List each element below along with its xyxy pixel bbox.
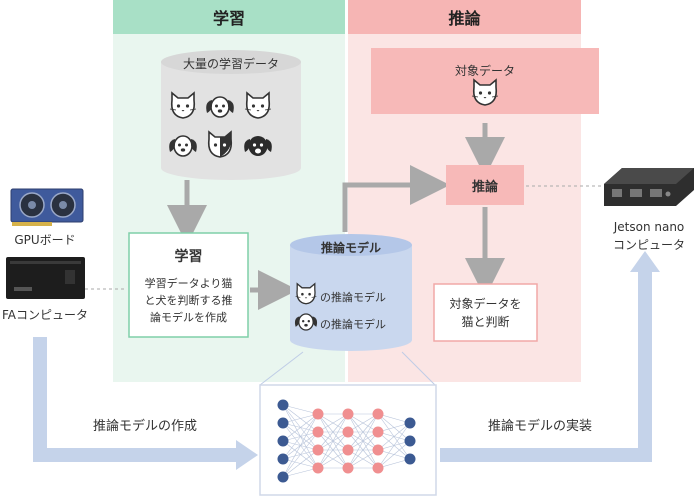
- network-node: [342, 426, 354, 438]
- fa-computer-icon: [6, 257, 85, 299]
- network-node: [372, 444, 384, 456]
- inference-model-cylinder: [290, 234, 412, 351]
- create-model-label: 推論モデルの作成: [92, 419, 197, 434]
- network-node: [277, 435, 289, 447]
- network-node: [372, 408, 384, 420]
- inference-header: 推論: [348, 0, 581, 34]
- jetson-line1: Jetson nano: [613, 220, 685, 234]
- network-node: [404, 435, 416, 447]
- fa-computer-label: FAコンピュータ: [1, 308, 88, 322]
- network-node: [404, 453, 416, 465]
- target-data-label: 対象データ: [454, 64, 515, 78]
- inference-box: [446, 165, 524, 205]
- network-node: [312, 408, 324, 420]
- learning-box-title: 学習: [174, 249, 203, 265]
- result-line1: 対象データを: [449, 297, 522, 311]
- network-node: [312, 426, 324, 438]
- inference-box-label: 推論: [471, 180, 498, 195]
- learning-desc-line2: と犬を判断する推: [144, 294, 233, 307]
- learning-desc-line3: 論モデルを作成: [150, 311, 227, 324]
- jetson-nano-icon: [604, 168, 694, 206]
- gpu-board-icon: [10, 188, 84, 226]
- network-node: [372, 462, 384, 474]
- network-node: [277, 471, 289, 483]
- network-node: [342, 408, 354, 420]
- result-box: [433, 283, 538, 342]
- model-db-label: 推論モデル: [320, 241, 381, 255]
- network-node: [277, 399, 289, 411]
- learning-box: [128, 232, 249, 338]
- network-node: [312, 444, 324, 456]
- learning-header: 学習: [113, 0, 345, 34]
- network-node: [312, 462, 324, 474]
- network-node: [342, 462, 354, 474]
- network-node: [277, 453, 289, 465]
- network-node: [342, 444, 354, 456]
- jetson-line2: コンピュータ: [612, 238, 685, 252]
- cat-model-label: の推論モデル: [320, 291, 386, 304]
- network-node: [372, 426, 384, 438]
- dataset-label: 大量の学習データ: [182, 57, 279, 71]
- gpu-label: GPUボード: [14, 233, 76, 247]
- network-node: [277, 417, 289, 429]
- neural-network-icon: [277, 399, 416, 483]
- result-line2: 猫と判断: [461, 315, 510, 329]
- deploy-model-label: 推論モデルの実装: [487, 419, 592, 434]
- network-node: [404, 417, 416, 429]
- learning-desc-line1: 学習データより猫: [144, 277, 233, 290]
- dog-model-label: の推論モデル: [320, 318, 386, 331]
